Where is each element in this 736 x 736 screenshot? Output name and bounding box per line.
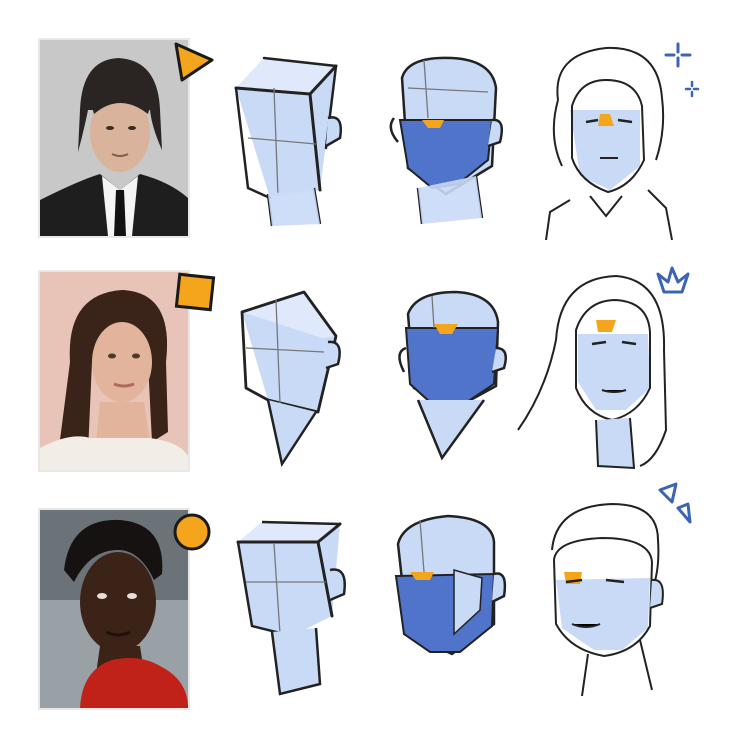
reference-photo-woman-long-hair [38, 270, 190, 472]
shard-icon [654, 482, 694, 535]
crown-icon [652, 262, 692, 303]
reference-photo-woman-red-top [38, 508, 190, 710]
planes-head-sketch [392, 288, 512, 508]
row-2 [0, 240, 736, 472]
finished-sketch-woman-short-hair [542, 500, 664, 720]
triangle-badge-icon [172, 40, 216, 89]
row-1 [0, 0, 736, 241]
box-head-sketch [232, 516, 352, 736]
square-badge-icon [172, 270, 218, 321]
circle-badge-icon [168, 508, 216, 561]
reference-photo-man [38, 38, 190, 238]
box-head-sketch [228, 48, 348, 268]
finished-sketch-woman-long-hair [516, 270, 668, 490]
planes-head-sketch [390, 514, 510, 734]
finished-sketch-man [540, 40, 673, 260]
planes-head-sketch [388, 48, 508, 268]
sparkle-icon [664, 42, 704, 103]
row-3 [0, 482, 736, 710]
box-head-sketch [232, 288, 352, 508]
